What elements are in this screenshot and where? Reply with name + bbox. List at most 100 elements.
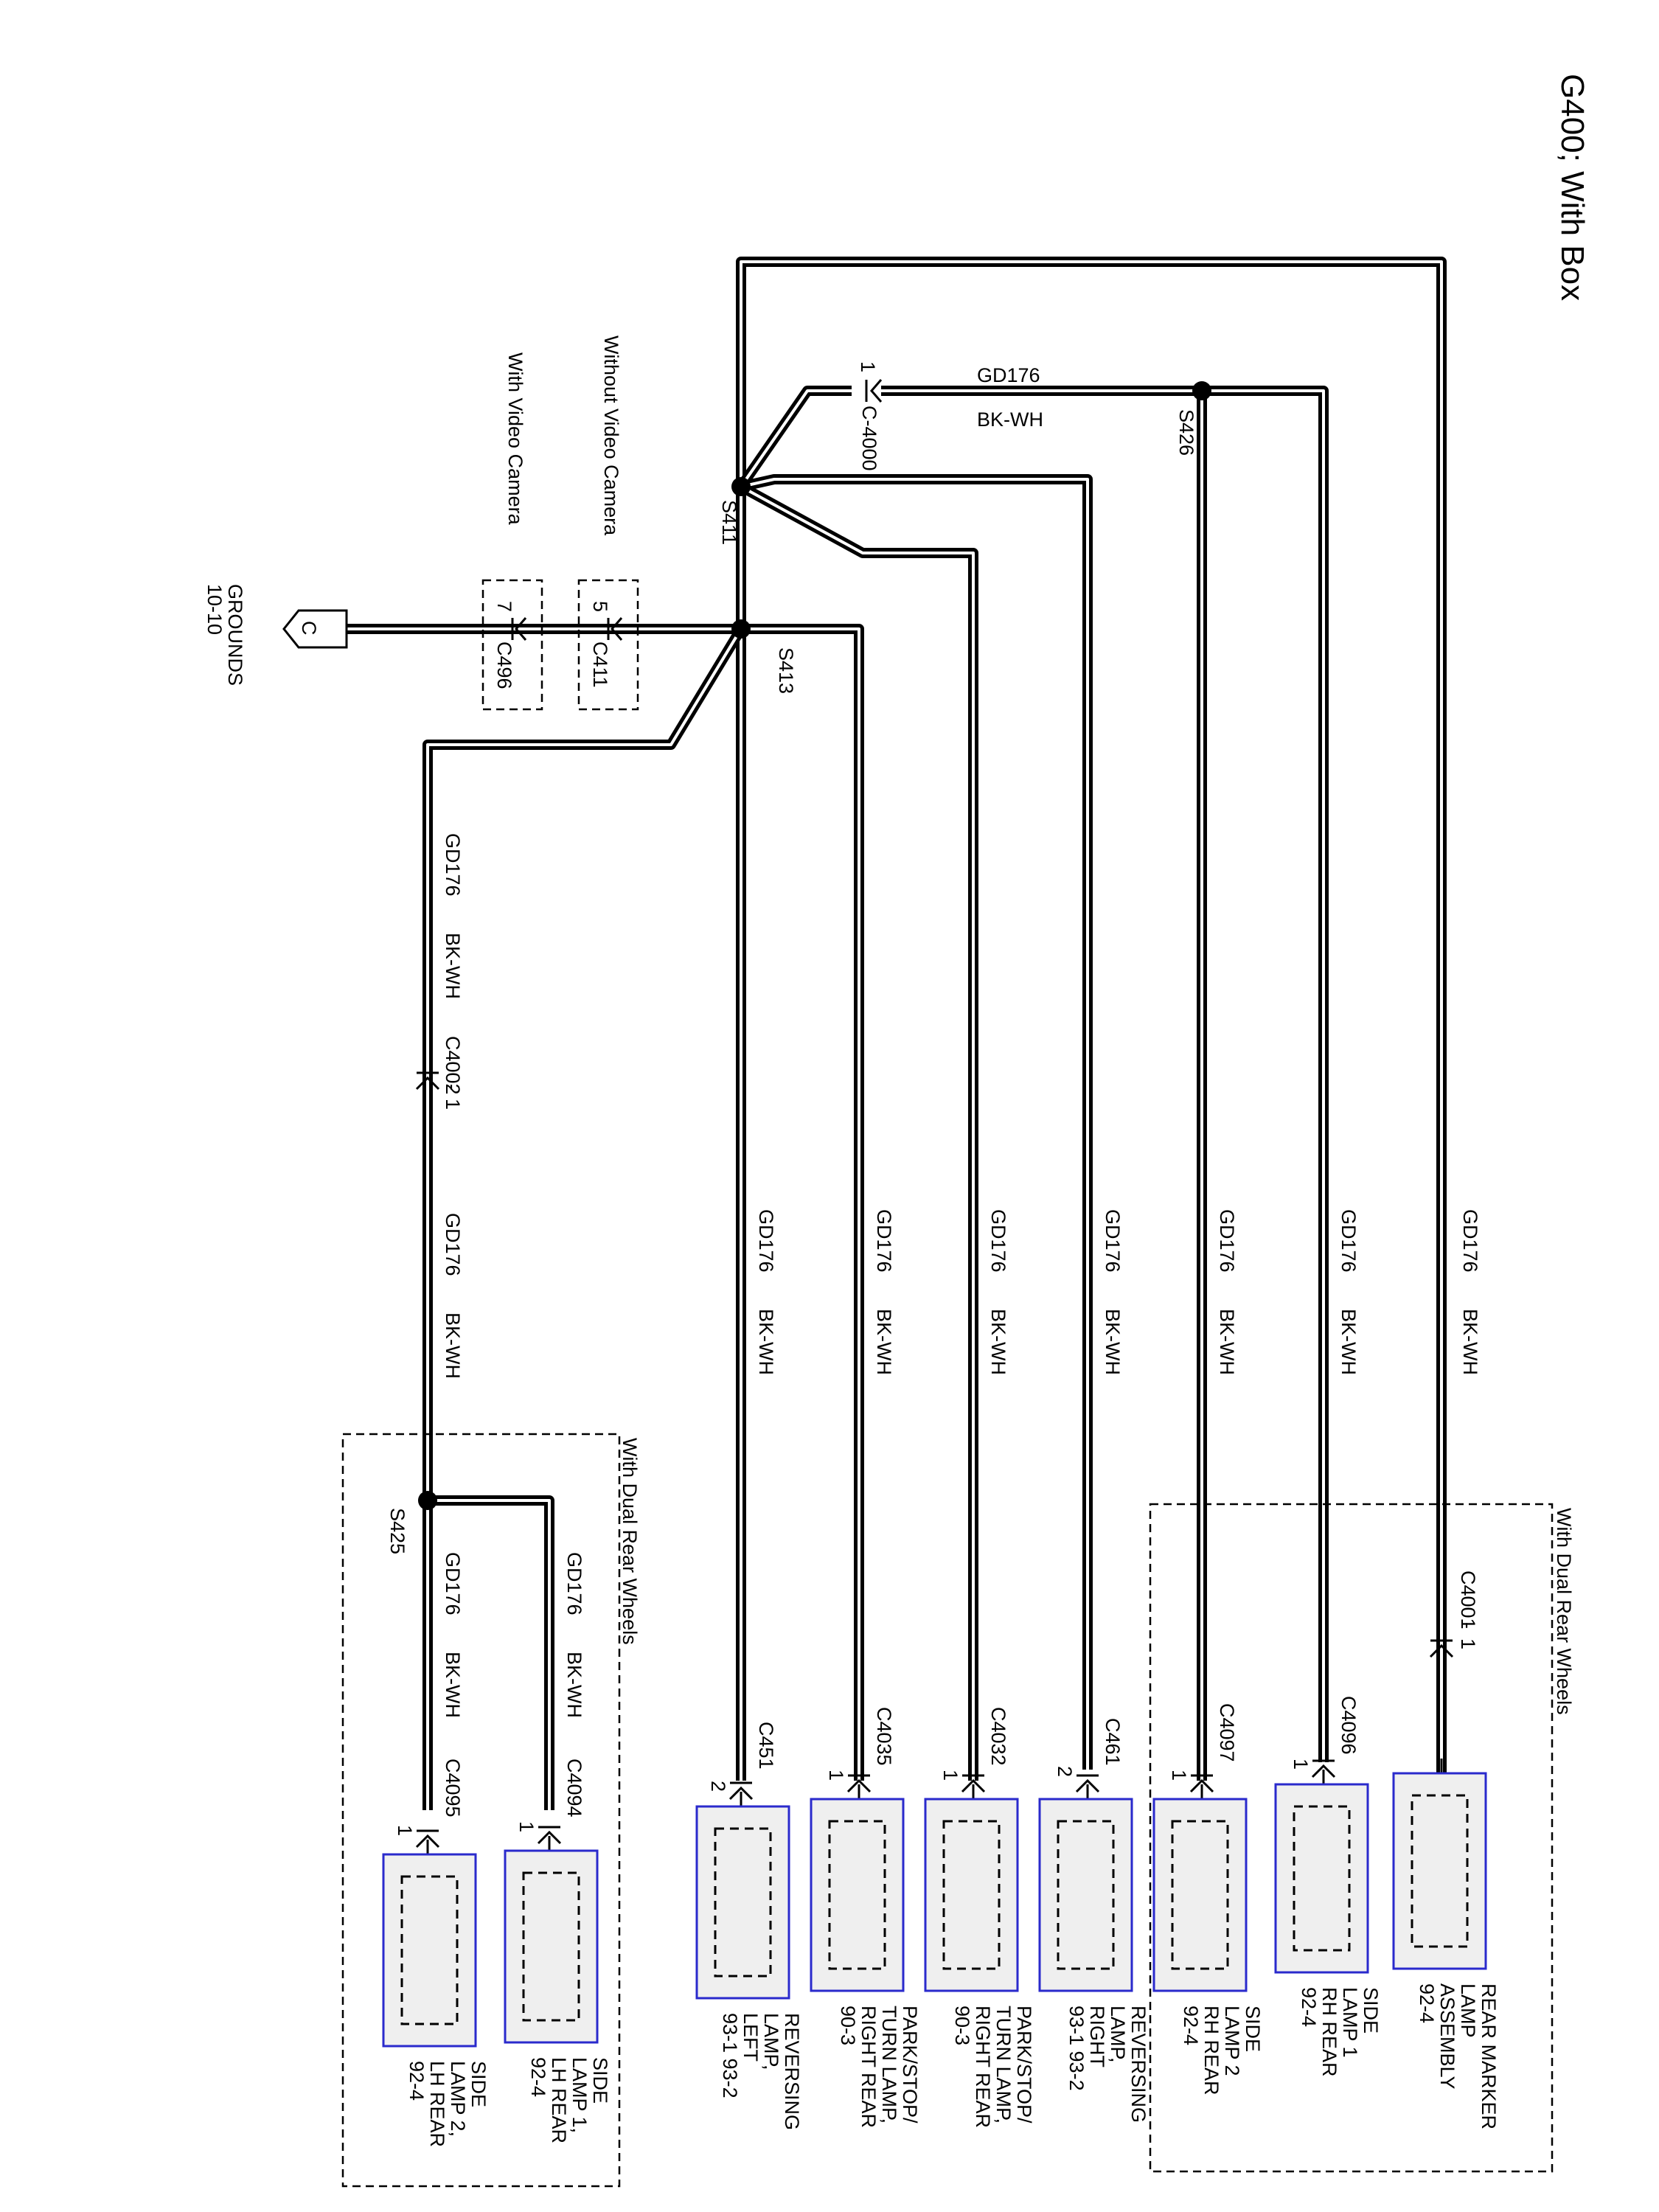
connector-label: C4002 [442, 1036, 464, 1095]
component-name-line: TURN LAMP, [878, 2006, 900, 2124]
component-pin-label: 1 [939, 1770, 961, 1781]
connector-c411: 5 C411 [589, 601, 623, 688]
option-label-dual-rear-wheels-lh: With Dual Rear Wheels [619, 1438, 641, 1645]
component-connector-label: C4095 [442, 1759, 464, 1818]
component-box [1274, 1783, 1369, 1974]
component-name-line: SIDE [1360, 1987, 1382, 2034]
connector-pin: 1 [857, 361, 879, 372]
component-name-line: REVERSING [1127, 2006, 1150, 2123]
wire-color-label: BK-WH [755, 1309, 777, 1375]
splice-s426 [1192, 381, 1211, 400]
component-name-line: LH REAR [426, 2061, 448, 2147]
component-connector-label: C461 [1102, 1718, 1124, 1766]
component-connector-label: C4096 [1338, 1696, 1360, 1755]
wire-circuit-label: GD176 [1459, 1209, 1481, 1273]
wire-circuit-label: GD176 [442, 1552, 464, 1615]
option-box-dual-rear-wheels-lh [341, 1433, 621, 2188]
component-box [1392, 1772, 1487, 1970]
component-body [828, 1820, 886, 1970]
wire-color-label: BK-WH [1102, 1309, 1124, 1375]
wire-color-label: BK-WH [442, 1652, 464, 1718]
component-name-line: RIGHT [1086, 2006, 1108, 2067]
component-name-line: PARK/STOP/ [899, 2006, 921, 2124]
connector-label: C496 [493, 641, 515, 689]
component-connector-label: C451 [755, 1722, 777, 1770]
connector-pin: 5 [589, 601, 611, 612]
connector-pin: 1 [1457, 1638, 1479, 1649]
component-name-line: PARK/STOP/ [1013, 2006, 1035, 2124]
connector-sep: - [442, 1084, 464, 1091]
component-box [1038, 1798, 1133, 1992]
wire-circuit-label: GD176 [977, 364, 1040, 386]
component-box [810, 1798, 905, 1992]
connector-pin: 1 [442, 1099, 464, 1110]
component-box [695, 1805, 790, 2000]
component-name-line: LAMP 1, [568, 2057, 591, 2133]
component-box [504, 1849, 599, 2044]
component-name-line: SIDE [1242, 2006, 1264, 2052]
wire-circuit-label: GD176 [873, 1209, 895, 1273]
component-name-line: LAMP, [760, 2013, 782, 2070]
wire-color-label: BK-WH [987, 1309, 1009, 1375]
option-label-with-video-camera: With Video Camera [504, 352, 526, 526]
splice-s425 [418, 1491, 437, 1510]
connector-c4000: 1 C-4000 [857, 361, 883, 471]
page-title: G400; With Box [1554, 74, 1590, 301]
component-box [1152, 1798, 1248, 1992]
wire-color-label: BK-WH [442, 933, 464, 999]
ground-connector: C GROUNDS 10-10 [204, 584, 348, 686]
component-name-line: LAMP, [1107, 2006, 1129, 2063]
component-pin-label: 1 [394, 1825, 416, 1836]
wire-circuit-label: GD176 [442, 1213, 464, 1276]
component-name-line: 93-1 93-2 [719, 2013, 741, 2098]
component-name-line: RH REAR [1200, 2006, 1222, 2096]
wire-circuit-label: GD176 [755, 1209, 777, 1273]
component-name-line: 92-4 [1180, 2006, 1202, 2045]
connector-label: C411 [589, 641, 611, 688]
option-label-without-video-camera: Without Video Camera [600, 335, 622, 536]
ground-label-ref: 10-10 [204, 584, 226, 635]
component-name-line: LAMP 1 [1339, 1987, 1361, 2058]
component-name-line: 92-4 [1298, 1987, 1320, 2027]
component-pin-label: 1 [1168, 1770, 1190, 1781]
component-body [942, 1820, 1001, 1970]
wire-color-label: BK-WH [563, 1652, 585, 1718]
component-name-line: LAMP 2 [1221, 2006, 1243, 2076]
component-connector-label: C4035 [873, 1707, 895, 1766]
connector-c4002: C4002 - 1 [415, 1036, 464, 1110]
connector-label: C-4000 [858, 406, 880, 471]
component-name-line: 92-4 [406, 2061, 428, 2101]
wire-labels: GD176BK-WHGD176BK-WHGD176BK-WHGD176BK-WH… [442, 364, 1481, 1718]
component-name-line: RIGHT REAR [972, 2006, 994, 2128]
wire-circuit-label: GD176 [1216, 1209, 1238, 1273]
option-box-dual-rear-wheels-rh [1149, 1503, 1554, 2173]
component-body [714, 1827, 772, 1978]
component-box [924, 1798, 1019, 1992]
splice-label-s425: S425 [386, 1508, 408, 1554]
connector-c496: 7 C496 [493, 601, 527, 689]
components: REAR MARKERLAMPASSEMBLY92-4C40961SIDELAM… [382, 1696, 1500, 2147]
component-box [382, 1853, 477, 2048]
component-name-line: SIDE [589, 2057, 611, 2104]
option-label-dual-rear-wheels-rh: With Dual Rear Wheels [1553, 1508, 1575, 1715]
component-name-line: 90-3 [951, 2006, 973, 2045]
component-pin-label: 1 [515, 1821, 538, 1832]
component-name-line: REVERSING [781, 2013, 803, 2130]
component-body [400, 1875, 459, 2025]
component-name-line: 93-1 93-2 [1065, 2006, 1088, 2091]
wire-color-label: BK-WH [1459, 1309, 1481, 1375]
wire-color-label: BK-WH [1216, 1309, 1238, 1375]
wire-circuit-label: GD176 [1102, 1209, 1124, 1273]
wire-color-label: BK-WH [873, 1309, 895, 1375]
component-pin-label: 1 [1290, 1759, 1312, 1770]
wire-circuit-label: GD176 [1338, 1209, 1360, 1273]
wire-color-label: BK-WH [442, 1312, 464, 1379]
splice-s413 [731, 619, 751, 639]
component-name-line: TURN LAMP, [992, 2006, 1015, 2124]
